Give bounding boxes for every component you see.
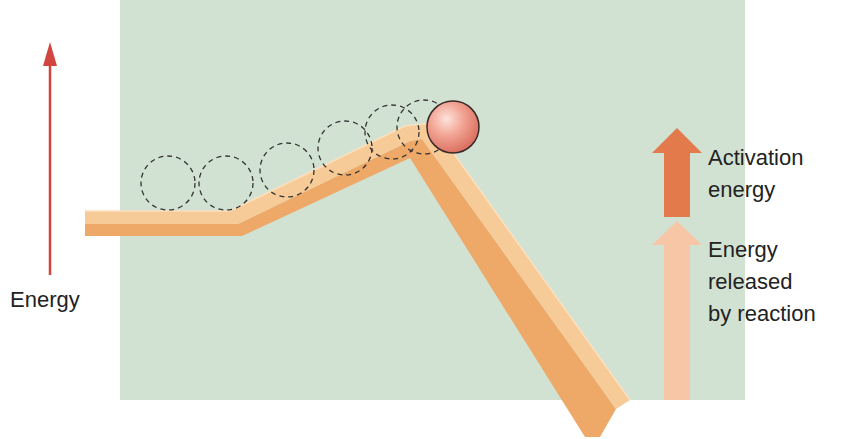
activation-label: Activation energy [708,142,820,206]
ball-path [141,100,451,210]
released-label: Energy released by reaction [708,234,820,330]
energy-axis-head [43,42,57,66]
ramp-edge [85,123,630,400]
released-arrow [664,244,690,400]
ramp-top [85,123,630,409]
background-panel [120,0,745,400]
activation-arrow-head [652,128,702,153]
released-arrow-head [652,221,702,245]
activation-arrow [664,152,690,217]
axis-label: Energy [10,284,120,316]
ball [427,101,479,153]
energy-axis [49,62,52,275]
